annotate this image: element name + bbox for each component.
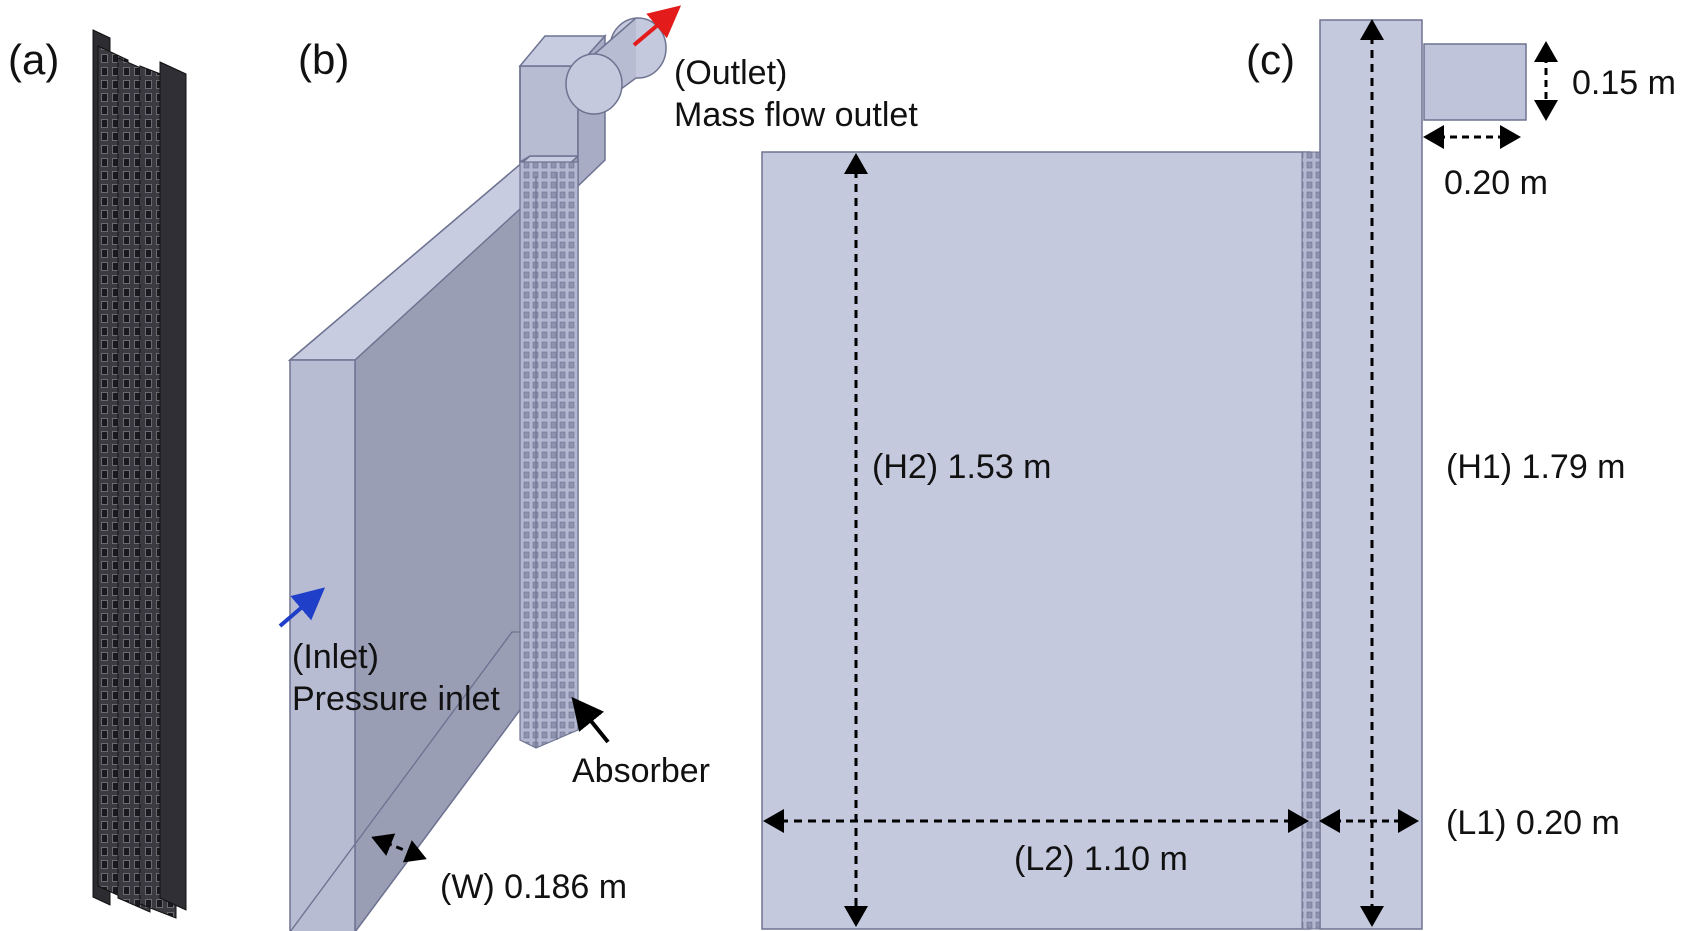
- absorber-isometric: [92, 29, 187, 919]
- h1-label: (H1) 1.79 m: [1446, 448, 1626, 486]
- h2-label: (H2) 1.53 m: [872, 448, 1052, 486]
- width-dimension-arrow: [371, 833, 427, 863]
- panel-a-label: (a): [8, 36, 59, 83]
- inlet-flow-arrow: [278, 587, 326, 628]
- domain-3d-view: [287, 17, 667, 931]
- collector-body: [761, 151, 1311, 930]
- inlet-name: Pressure inlet: [292, 680, 500, 718]
- outlet-tag: (Outlet): [674, 54, 787, 92]
- width-dimension-label: (W) 0.186 m: [440, 868, 627, 906]
- outlet-pipe: [1423, 43, 1527, 121]
- absorber-label: Absorber: [572, 752, 710, 790]
- absorber-strip: [1301, 151, 1321, 930]
- outlet-length-label: 0.20 m: [1444, 164, 1548, 202]
- outlet-height-label: 0.15 m: [1572, 64, 1676, 102]
- panel-a: (a): [8, 29, 187, 919]
- absorber-pointer-arrow: [571, 696, 610, 744]
- panel-b-label: (b): [298, 36, 349, 83]
- l2-label: (L2) 1.10 m: [1014, 840, 1188, 878]
- l1-label: (L1) 0.20 m: [1446, 804, 1620, 842]
- panel-c-label: (c): [1246, 36, 1295, 83]
- panel-c: (c) 0.15 m 0.20 m (H2) 1.53 m (H1) 1.79 …: [761, 19, 1676, 930]
- inlet-tag: (Inlet): [292, 638, 379, 676]
- outlet-name: Mass flow outlet: [674, 96, 918, 134]
- absorber-in-domain: [519, 161, 579, 749]
- panel-b: (b): [278, 5, 918, 931]
- outlet-flow-arrow: [632, 5, 682, 47]
